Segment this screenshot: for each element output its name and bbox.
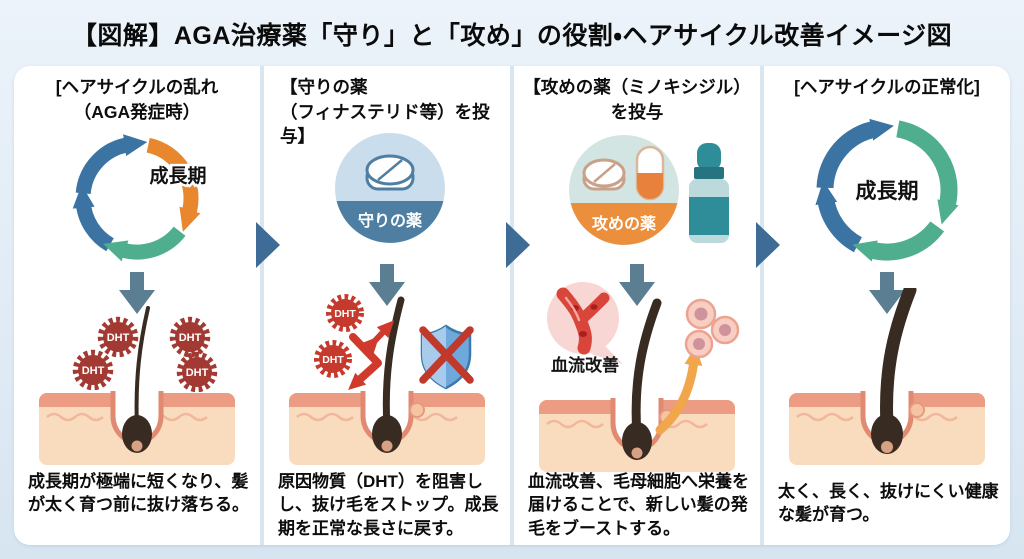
dht-molecule-icon: DHT <box>176 351 218 393</box>
tablet-icon <box>582 158 626 191</box>
dht-molecule-icon: DHT <box>97 316 139 358</box>
growth-boost-arrow <box>655 346 703 435</box>
offense-drug-badge: 攻めの薬 <box>569 135 729 245</box>
dht-molecule-icon: DHT <box>314 340 352 378</box>
panel-connector-arrow <box>756 222 780 268</box>
panel1-header-line1: [ヘアサイクルの乱れ <box>55 77 219 97</box>
panel-divider <box>760 66 764 545</box>
panel2-header-line1: 【守りの薬 <box>280 77 368 97</box>
cell-icon <box>684 298 740 359</box>
hair-follicle-illustration <box>289 296 485 465</box>
down-arrow-icon <box>869 272 905 314</box>
pill-icon <box>365 154 415 191</box>
shield-blocked-icon <box>419 324 474 390</box>
hair <box>631 298 662 440</box>
dropper-bottle-icon <box>689 143 729 243</box>
panel-connector-arrow <box>256 222 280 268</box>
panel3-header: 【攻めの薬（ミノキシジル） を投与 <box>520 75 754 124</box>
panel-normalized-cycle: [ヘアサイクルの正常化] 成長期 <box>764 66 1010 545</box>
page-title: 【図解】AGA治療薬「守り」と「攻め」の役割・ヘアサイクル改善イメージ図 <box>71 22 953 50</box>
panel3-header-line1: 【攻めの薬（ミノキシジル） <box>523 77 751 97</box>
blood-vessel-icon <box>556 287 610 355</box>
hair-follicle-illustration <box>39 306 235 465</box>
panel4-header-line1: [ヘアサイクルの正常化] <box>794 77 980 97</box>
panel-hair-cycle-disorder: [ヘアサイクルの乱れ （AGA発症時） 成長期 <box>14 66 260 545</box>
defense-drug-badge: 守りの薬 <box>335 133 445 243</box>
growth-phase-label: 成長期 <box>149 164 206 187</box>
down-arrow-icon <box>369 264 405 306</box>
panel-defense-drug: 【守りの薬 （フィナステリド等）を投与】 守りの薬 <box>264 66 510 545</box>
panel4-illustration <box>789 288 985 465</box>
panel2-header: 【守りの薬 （フィナステリド等）を投与】 <box>270 75 504 149</box>
svg-text:DHT: DHT <box>186 367 209 379</box>
panel-divider <box>510 66 514 545</box>
panel1-header: [ヘアサイクルの乱れ （AGA発症時） <box>20 75 254 124</box>
panel1-header-line2: （AGA発症時） <box>73 101 201 122</box>
offense-drug-label: 攻めの薬 <box>592 214 657 233</box>
hair-cycle-icon: 成長期 <box>72 134 209 262</box>
svg-text:DHT: DHT <box>322 354 344 366</box>
thick-hair <box>880 288 917 433</box>
down-arrow-icon <box>119 272 155 314</box>
hair-cycle-icon: 成長期 <box>815 118 959 262</box>
growth-phase-label: 成長期 <box>856 179 919 203</box>
hair-follicle-illustration <box>789 288 985 465</box>
dht-deflected-arrows <box>348 320 395 391</box>
panel1-caption: 成長期が極端に短くなり、髪が太く育つ前に抜け落ちる。 <box>28 472 249 515</box>
infographic-board: [ヘアサイクルの乱れ （AGA発症時） 成長期 <box>14 66 1010 545</box>
panel2-illustration: DHT DHT <box>289 294 485 465</box>
panel4-caption: 太く、長く、抜けにくい健康な髪が育つ。 <box>778 482 999 525</box>
defense-drug-label: 守りの薬 <box>358 211 423 230</box>
dht-molecule-icon: DHT <box>72 349 114 391</box>
blood-flow-bubble <box>547 282 623 364</box>
panel2-caption: 原因物質（DHT）を阻害しし、抜け毛をストップ。成長期を正常な長さに戻す。 <box>278 472 499 538</box>
svg-text:DHT: DHT <box>179 332 202 344</box>
hair <box>382 296 405 432</box>
panel3-caption: 血流改善、毛母細胞へ栄養を届けることで、新しい髪の発毛をブーストする。 <box>528 472 749 538</box>
panel1-illustration: DHT DHT DHT DHT <box>39 306 235 465</box>
panel3-illustration: 血流改善 <box>539 282 740 472</box>
panel3-header-line2: を投与 <box>610 101 664 122</box>
panel-connector-arrow <box>506 222 530 268</box>
svg-text:DHT: DHT <box>82 365 105 377</box>
down-arrow-icon <box>619 264 655 306</box>
panel-divider <box>260 66 264 545</box>
capsule-icon <box>635 145 665 201</box>
dht-molecule-icon: DHT <box>169 316 211 358</box>
dht-molecule-icon: DHT <box>326 294 364 332</box>
svg-text:DHT: DHT <box>334 308 356 320</box>
blood-flow-label: 血流改善 <box>551 355 619 375</box>
panel-offense-drug: 【攻めの薬（ミノキシジル） を投与 攻めの薬 <box>514 66 760 545</box>
thin-hair <box>134 306 150 430</box>
panel2-header-line2: （フィナステリド等）を投与】 <box>280 101 490 147</box>
hair-follicle-illustration <box>539 298 735 472</box>
panel4-header: [ヘアサイクルの正常化] <box>770 75 1004 100</box>
svg-text:DHT: DHT <box>107 332 130 344</box>
